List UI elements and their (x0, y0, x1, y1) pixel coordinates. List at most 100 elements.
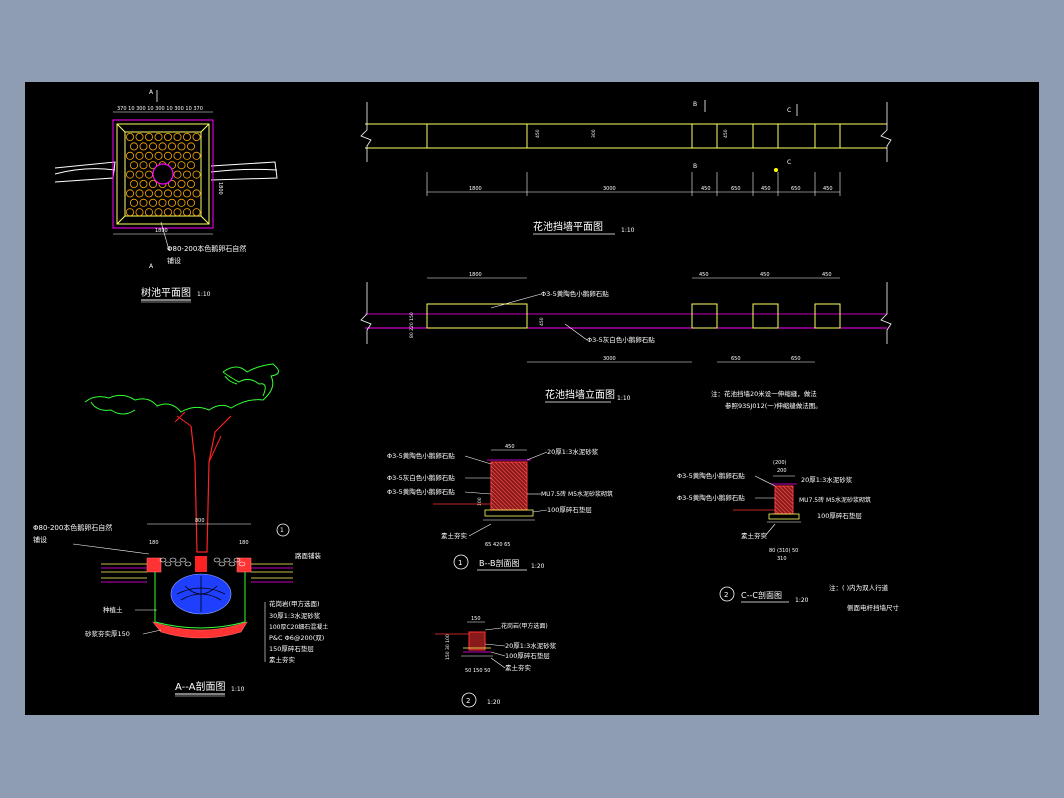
s2-label-0: 花岗岩(甲方选面) (501, 622, 548, 630)
surface-pebble (238, 561, 246, 567)
hatch-line (490, 481, 520, 511)
pebble (154, 133, 163, 142)
s2-label-3: 素土夯实 (505, 663, 532, 672)
tree-pit-plan-title: 树池平面图 (141, 286, 191, 299)
pebble (135, 208, 144, 217)
marker-c-top: C (787, 107, 791, 114)
hatch-line (518, 461, 528, 471)
bb-dim-top: 450 (505, 444, 515, 450)
surface-pebble (174, 561, 182, 567)
hatch-line (490, 497, 504, 511)
surface-pebble (169, 557, 177, 563)
hatch-line (490, 465, 528, 503)
pebble (186, 198, 195, 207)
pebble (177, 161, 186, 170)
pebble (186, 142, 195, 151)
pebble (149, 161, 158, 170)
pebble (173, 133, 182, 142)
pebble (130, 180, 139, 189)
dim-right-plan: 1800 (217, 182, 223, 195)
hatch-line (522, 461, 528, 467)
tree-pit-plan-scale: 1:10 (197, 291, 211, 298)
dim-450b: 450 (761, 186, 771, 192)
wall-elevation-title: 花池挡墙立面图 (545, 388, 615, 401)
section-2: 150 150 30 100 花岗岩(甲方选面) 20厚1:3水泥砂浆 100厚… (435, 616, 557, 708)
pebble (139, 161, 148, 170)
aa-note: Φ80-200本色鹅卵石自然 (33, 523, 112, 532)
cc-right-1: MU7.5砖 M5水泥砂浆砌筑 (799, 496, 871, 504)
hatch-line (782, 485, 794, 497)
pebble (145, 133, 154, 142)
pebble (126, 151, 135, 160)
dim-1800-plan: 1800 (155, 228, 168, 234)
cc-marker: 2 (724, 591, 728, 599)
hatch-line (490, 489, 512, 511)
section-cc: (200) 200 Φ3-5黄陶色小鹅卵石贴 Φ3-5黄陶色小鹅卵石贴 20厚1… (677, 460, 900, 612)
aa-label-3: P&C Φ6@200(双) (269, 634, 324, 642)
cc-bottom: 素土夯实 (741, 531, 768, 540)
surface-pebble (213, 557, 221, 563)
pebble (177, 142, 186, 151)
dim-3000: 3000 (603, 186, 616, 192)
top-dims: 370 10 300 10 300 10 300 10 370 (117, 106, 203, 112)
pebble (163, 133, 172, 142)
pebble (192, 208, 201, 217)
dim-top-1800: 1800 (469, 272, 482, 278)
pebble (182, 189, 191, 198)
aa-label-1: 30厚1:3水泥砂浆 (269, 611, 321, 620)
cc-scale: 1:20 (795, 597, 809, 604)
pebble (192, 170, 201, 179)
bb-bottom: 素土夯实 (441, 531, 468, 540)
s2-label-2: 100厚碎石垫层 (505, 651, 550, 660)
hatch-line (490, 505, 496, 511)
wall-elevation: 1800 450 450 450 80 220 150 450 Φ3-5黄陶色小… (360, 272, 892, 403)
pebble (135, 151, 144, 160)
bb-right-0: 20厚1:3水泥砂浆 (547, 447, 599, 456)
pebble (167, 198, 176, 207)
bb-left-2: Φ3-5黄陶色小鹅卵石贴 (387, 487, 455, 496)
pebble-note2: 铺设 (167, 256, 181, 265)
hatch-line (778, 485, 794, 501)
section-mark-bottom: A (149, 263, 154, 270)
aa-label-bottom: 砂浆夯实厚150 (85, 629, 130, 638)
surface-pebble (223, 557, 231, 563)
pebble (182, 208, 191, 217)
hatch-line (490, 473, 528, 511)
pebble (126, 189, 135, 198)
hatch-line (774, 493, 794, 513)
pebble (182, 170, 191, 179)
pebble-note: Φ80-200本色鹅卵石自然 (167, 244, 246, 253)
aa-label-4: 150厚碎石垫层 (269, 644, 314, 653)
bb-dim-left: 100 (477, 497, 483, 506)
cc-dim-top-0: (200) (773, 460, 786, 466)
pebble (149, 180, 158, 189)
hatch-line (774, 509, 780, 515)
pebble (130, 161, 139, 170)
pebble (163, 151, 172, 160)
drawing-sheet: 370 10 300 10 300 10 300 10 370 A A 1800… (25, 82, 1039, 715)
s2-dim-top: 150 (471, 616, 481, 622)
bb-left-0: Φ3-5黄陶色小鹅卵石贴 (387, 451, 455, 460)
s2-dims-left: 150 30 100 (445, 634, 451, 660)
pebble (145, 189, 154, 198)
pebble (173, 208, 182, 217)
s2-scale: 1:20 (487, 699, 501, 706)
height-450b: 450 (723, 129, 729, 138)
section-bb: 450 100 Φ3-5黄陶色小鹅卵石贴 Φ3-5灰白色小鹅卵石贴 Φ3-5黄陶… (387, 444, 613, 571)
bb-scale: 1:20 (531, 563, 545, 570)
hatch-line (490, 469, 528, 507)
hatch-line (490, 461, 528, 499)
dim-650-elev-b: 650 (791, 356, 801, 362)
wall-plan-title: 花池挡墙平面图 (533, 220, 603, 233)
pebble (154, 151, 163, 160)
pebble (192, 189, 201, 198)
cc-dim-top-1: 200 (777, 468, 787, 474)
bb-left-1: Φ3-5灰白色小鹅卵石贴 (387, 473, 455, 482)
surface-pebble (164, 561, 172, 567)
hatch-line (490, 477, 524, 511)
pebble (158, 142, 167, 151)
aa-dim-180a: 180 (149, 540, 159, 546)
hatch-line (490, 485, 516, 511)
elev-label-1: Φ3-5黄陶色小鹅卵石贴 (541, 289, 609, 298)
pebble (158, 198, 167, 207)
